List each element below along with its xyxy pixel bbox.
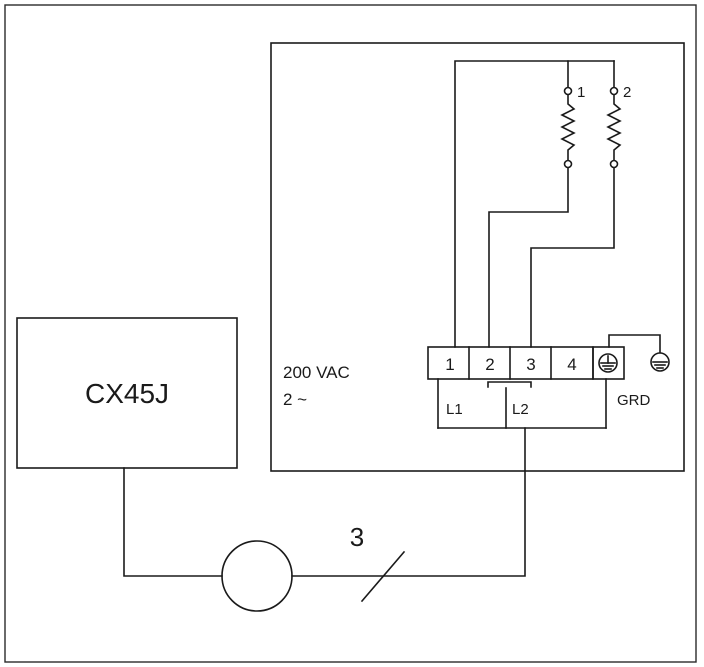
heater-2-label: 2 (623, 84, 631, 101)
heater-1-top-terminal (563, 86, 573, 96)
terminal-4-label: 4 (567, 355, 576, 374)
terminal-3-label: 3 (526, 355, 535, 374)
ground-label: GRD (617, 392, 651, 409)
heater-wiring: 1 2 (454, 60, 631, 348)
supply-lines: L1 L2 GRD (437, 378, 651, 429)
ground-terminal (592, 346, 625, 380)
outer-border (4, 4, 697, 663)
external-cable: 3 (123, 427, 526, 612)
heater-2-bottom-terminal (609, 159, 619, 169)
terminal-1-label: 1 (445, 355, 454, 374)
line-l2-label: L2 (512, 401, 529, 418)
heater-enclosure: 200 VAC 2 ~ (270, 42, 685, 472)
heater-1-resistor (560, 94, 576, 161)
jumper-2-3 (487, 381, 532, 388)
controller-box: CX45J (16, 317, 238, 469)
supply-phase-label: 2 ~ (283, 390, 307, 409)
heater-2-top-terminal (609, 86, 619, 96)
terminal-block: 1 2 3 4 (427, 346, 594, 380)
heater-2-resistor (606, 94, 622, 161)
external-ground-icon (608, 334, 670, 372)
conductor-slash (360, 550, 406, 603)
heater-1-bottom-terminal (563, 159, 573, 169)
conductor-count-label: 3 (350, 522, 364, 552)
cable-node (221, 540, 293, 612)
supply-voltage-label: 200 VAC (283, 363, 350, 382)
terminal-2-label: 2 (485, 355, 494, 374)
heater-1-label: 1 (577, 84, 585, 101)
line-l1-label: L1 (446, 401, 463, 418)
controller-label: CX45J (85, 378, 169, 409)
